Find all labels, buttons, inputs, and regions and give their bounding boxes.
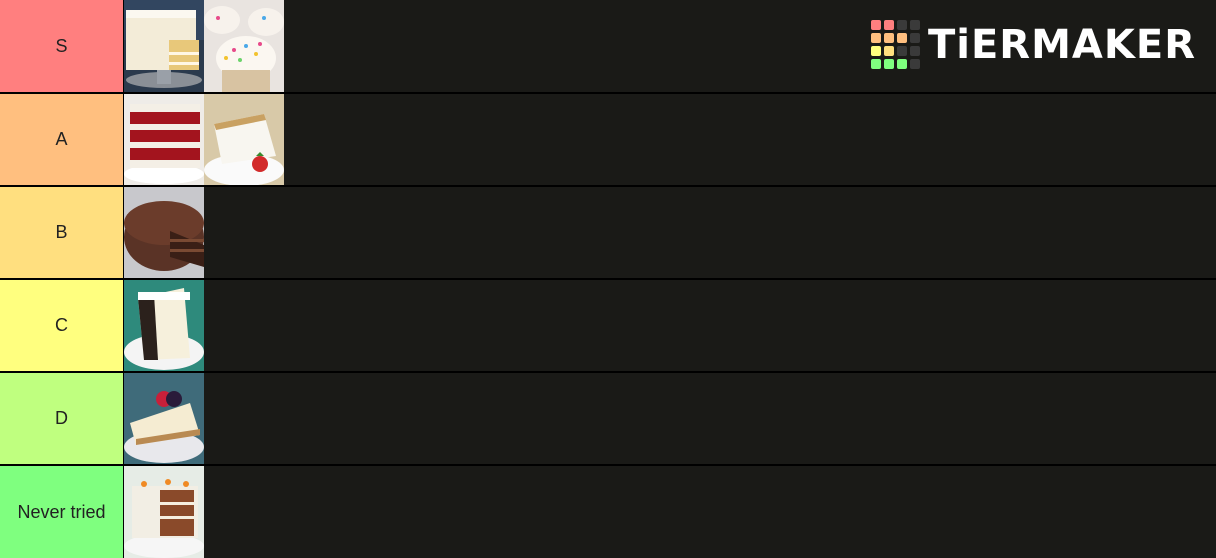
logo-text: TiERMAKER: [927, 21, 1196, 68]
tier-row-a: A: [0, 94, 1216, 185]
tier-label-d[interactable]: D: [0, 373, 124, 464]
logo-grid-square: [883, 20, 894, 30]
tier-items-c[interactable]: [124, 280, 1216, 371]
logo-grid-square: [870, 33, 881, 43]
logo-grid-square: [883, 46, 894, 56]
tiermaker-logo: TiERMAKER: [870, 20, 1196, 69]
coconut-layer-cake-image[interactable]: [124, 0, 204, 92]
tier-label-never-tried[interactable]: Never tried: [0, 466, 124, 558]
tier-label-s[interactable]: S: [0, 0, 124, 92]
sprinkle-cupcakes-image[interactable]: [204, 0, 284, 92]
red-velvet-cake-image[interactable]: [124, 94, 204, 185]
tier-label-a[interactable]: A: [0, 94, 124, 185]
tier-row-c: C: [0, 280, 1216, 371]
tier-items-a[interactable]: [124, 94, 1216, 185]
logo-grid-square: [883, 59, 894, 69]
logo-grid-square: [909, 59, 920, 69]
angel-food-cake-image[interactable]: [204, 94, 284, 185]
tier-row-d: D: [0, 373, 1216, 464]
tier-row-s: S: [0, 0, 1216, 92]
logo-grid-square: [883, 33, 894, 43]
tier-items-s[interactable]: [124, 0, 1216, 92]
logo-grid-square: [896, 59, 907, 69]
logo-grid-square: [870, 20, 881, 30]
tier-label-b[interactable]: B: [0, 187, 124, 278]
ice-cream-cake-image[interactable]: [124, 280, 204, 371]
tier-label-c[interactable]: C: [0, 280, 124, 371]
cheesecake-image[interactable]: [124, 373, 204, 464]
logo-grid-square: [909, 33, 920, 43]
carrot-cake-image[interactable]: [124, 466, 204, 558]
logo-grid-square: [870, 59, 881, 69]
logo-grid-square: [909, 46, 920, 56]
logo-grid-square: [896, 46, 907, 56]
tier-items-d[interactable]: [124, 373, 1216, 464]
tier-row-never-tried: Never tried: [0, 466, 1216, 558]
logo-grid-square: [896, 20, 907, 30]
logo-grid-icon: [870, 20, 920, 69]
tier-items-b[interactable]: [124, 187, 1216, 278]
tier-row-b: B: [0, 187, 1216, 278]
logo-grid-square: [909, 20, 920, 30]
logo-grid-square: [896, 33, 907, 43]
tier-items-never-tried[interactable]: [124, 466, 1216, 558]
logo-grid-square: [870, 46, 881, 56]
chocolate-cake-image[interactable]: [124, 187, 204, 278]
